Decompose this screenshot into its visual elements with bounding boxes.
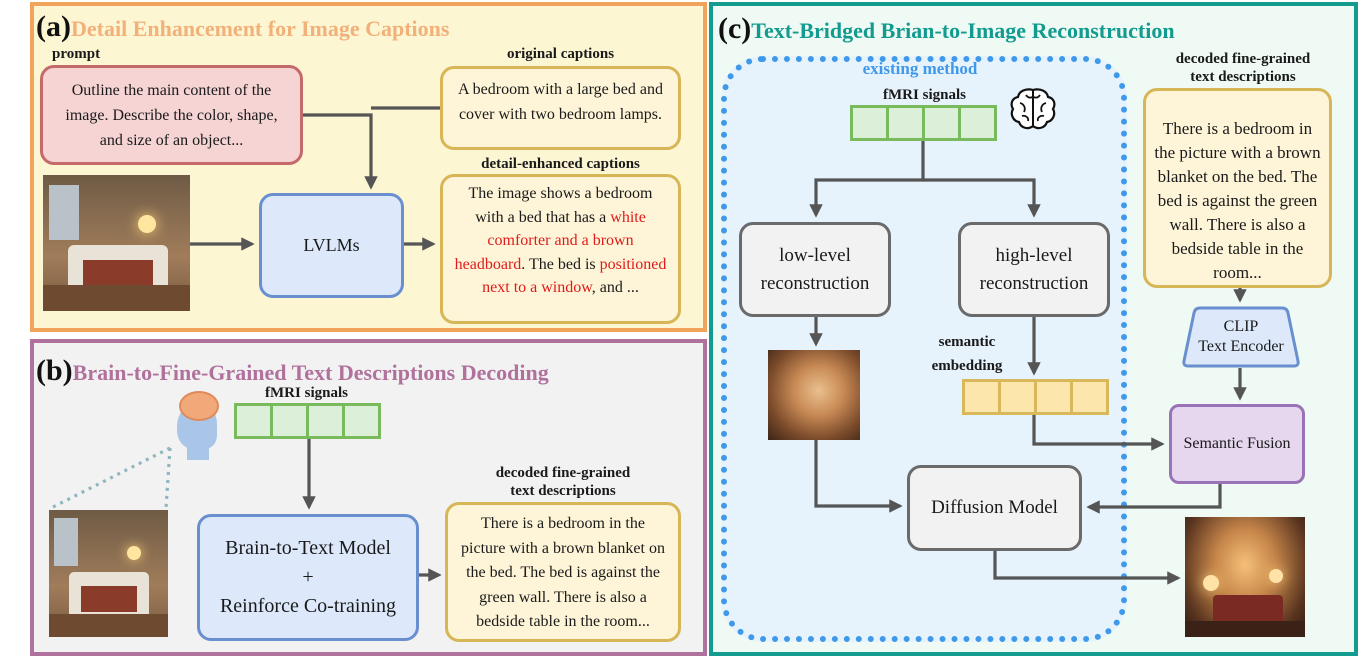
panel-c-title: (c)Text-Bridged Brian-to-Image Reconstru…	[718, 14, 1175, 44]
enh-text-1: The image shows a bedroom with a bed tha…	[468, 185, 653, 226]
panel-c-decoded-label-2: text descriptions	[1190, 69, 1296, 85]
model-line-1: Brain-to-Text Model	[225, 537, 391, 559]
high-line-1: high-level	[995, 244, 1073, 266]
clip-line-1: CLIP	[1223, 318, 1259, 335]
panel-b-title: (b)Brain-to-Fine-Grained Text Descriptio…	[36, 356, 549, 386]
original-captions-box: A bedroom with a large bed and cover wit…	[440, 66, 681, 150]
model-line-3: Reinforce Co-training	[219, 595, 397, 617]
diffusion-label: Diffusion Model	[931, 497, 1058, 518]
semantic-embedding-vector	[962, 379, 1109, 415]
semantic-fusion-box: Semantic Fusion	[1169, 404, 1305, 484]
semantic-embedding-label: semantic embedding	[912, 330, 1022, 378]
panel-b-fmri-vector	[234, 403, 381, 439]
low-line-2: reconstruction	[760, 272, 870, 294]
panel-c-fmri-label: fMRI signals	[883, 87, 966, 103]
panel-a-title-text: Detail Enhancement for Image Captions	[70, 16, 450, 41]
panel-c-decoded-label-1: decoded fine-grained	[1175, 51, 1311, 67]
panel-c-decoded-box: There is a bedroom in the picture with a…	[1143, 88, 1332, 288]
arrow-fmri-split-right	[923, 178, 1041, 218]
fusion-label: Semantic Fusion	[1183, 435, 1291, 452]
panel-b-decoded-label-2: text descriptions	[510, 483, 616, 499]
panel-c-title-text: Text-Bridged Brian-to-Image Reconstructi…	[751, 18, 1175, 43]
brain-icon	[1010, 88, 1056, 130]
low-level-reconstruction-box: low-level reconstruction	[739, 222, 891, 317]
enh-text-3: , and ...	[591, 279, 639, 296]
prompt-box: Outline the main content of the image. D…	[40, 65, 303, 165]
lvlm-box: LVLMs	[259, 193, 404, 298]
panel-c-letter: (c)	[718, 12, 752, 45]
original-captions-label: original captions	[506, 46, 615, 62]
diffusion-model-box: Diffusion Model	[907, 465, 1082, 551]
clip-text-encoder: CLIP Text Encoder	[1180, 306, 1302, 368]
clip-encoder-shape	[1182, 306, 1300, 368]
panel-a-title: (a)Detail Enhancement for Image Captions	[36, 12, 449, 42]
arrow-fmri-split	[809, 141, 925, 218]
high-line-2: reconstruction	[979, 272, 1089, 294]
panel-b-letter: (b)	[36, 354, 73, 387]
prompt-label: prompt	[52, 46, 101, 62]
arrow-embedding-to-fusion	[1032, 415, 1165, 451]
blurry-reconstruction-image	[768, 350, 860, 440]
model-line-2: +	[302, 566, 314, 588]
enh-highlight-2: positioned next to a window	[482, 255, 667, 297]
detail-enhanced-box: The image shows a bedroom with a bed tha…	[440, 174, 681, 324]
panel-b-decoded-label-1: decoded fine-grained	[495, 465, 631, 481]
enh-text-2: . The bed is	[521, 255, 600, 273]
arrow-diffusion-to-output	[993, 551, 1181, 585]
arrow-prompt-to-lvlm	[303, 113, 378, 190]
arrow-image-to-diffusion	[814, 440, 903, 513]
panel-b-title-text: Brain-to-Fine-Grained Text Descriptions …	[72, 360, 549, 385]
dotted-line-right	[164, 447, 172, 509]
low-line-1: low-level	[779, 244, 851, 266]
semantic-label-1: semantic	[938, 334, 996, 350]
dotted-line-left	[50, 446, 171, 510]
panel-b-decoded-label: decoded fine-grained text descriptions	[445, 464, 681, 500]
panel-c-fmri-vector	[850, 105, 997, 141]
panel-b-decoded-box: There is a bedroom in the picture with a…	[445, 502, 681, 642]
lvlm-label: LVLMs	[303, 235, 360, 255]
reconstructed-bedroom-image	[1185, 517, 1305, 637]
panel-a-letter: (a)	[36, 10, 71, 43]
brain-to-text-model-box: Brain-to-Text Model + Reinforce Co-train…	[197, 514, 419, 641]
existing-method-label: existing method	[862, 59, 978, 78]
enh-highlight-1: white comforter and a brown headboard	[454, 208, 646, 273]
head-brain-icon	[165, 385, 225, 460]
high-level-reconstruction-box: high-level reconstruction	[958, 222, 1110, 317]
panel-c-decoded-label: decoded fine-grained text descriptions	[1143, 50, 1343, 86]
clip-line-2: Text Encoder	[1198, 338, 1284, 355]
panel-b-fmri-label: fMRI signals	[265, 385, 348, 401]
detail-enhanced-label: detail-enhanced captions	[481, 156, 640, 172]
semantic-label-2: embedding	[931, 358, 1003, 374]
arrow-fusion-to-diffusion	[1086, 484, 1222, 514]
panel-b-bedroom-photo	[49, 510, 168, 637]
bedroom-photo	[43, 175, 190, 311]
